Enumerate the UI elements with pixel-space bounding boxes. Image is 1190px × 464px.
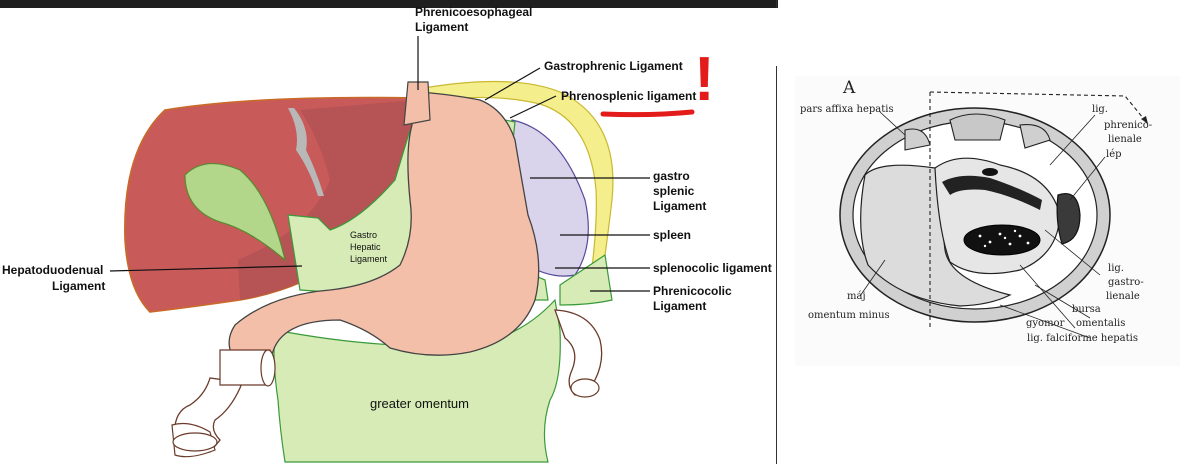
leader-phrenosplenic (509, 95, 557, 119)
label-omentum-minus: omentum minus (808, 310, 890, 321)
spine-top (949, 113, 1006, 141)
label-lep: lép (1106, 149, 1122, 160)
label-gastrohepatic-1: Gastro (350, 230, 377, 240)
label-gyomor: gyomor (1026, 318, 1065, 329)
right-leader-lines (859, 111, 1106, 339)
label-falciforme: lig. falciforme hepatis (1027, 333, 1138, 344)
label-gastrosplenic-3: Ligament (653, 199, 706, 213)
liver-section (860, 164, 1012, 307)
label-lig-gastro-2: gastro- (1108, 277, 1144, 288)
label-phrenicoesophageal-1: Phrenicoesophageal (415, 5, 532, 19)
label-splenocolic: splenocolic ligament (653, 261, 772, 275)
label-hepatoduodenal-1: Hepatoduodenual (2, 263, 103, 277)
right-diagram: A pars affixa hepatis lig. phrenico- lie… (795, 76, 1180, 366)
label-gastrohepatic-3: Ligament (350, 254, 388, 264)
dashed-arrow (929, 91, 1149, 125)
left-diagram: Phrenicoesophageal Ligament Gastrophreni… (2, 5, 772, 463)
esophagus (403, 81, 431, 126)
annotation-underline (600, 109, 695, 118)
label-gastrohepatic-2: Hepatic (350, 242, 381, 252)
gut-lumen-dots (978, 229, 1030, 248)
label-gastrosplenic-1: gastro (653, 169, 690, 183)
label-pars-affixa: pars affixa hepatis (800, 104, 894, 115)
top-bar (0, 0, 778, 8)
label-phrenosplenic: Phrenosplenic ligament (561, 89, 696, 103)
gallbladder (184, 163, 286, 262)
colon-end (570, 378, 600, 398)
label-gastrophrenic: Gastrophrenic Ligament (544, 59, 683, 73)
leader-gastrophrenic (484, 67, 541, 101)
annotation-exclamation: ! (694, 45, 715, 114)
label-lig-phrenico-2: phrenico- (1104, 120, 1152, 131)
kidney-right (1019, 124, 1051, 149)
spleen-section (1056, 193, 1081, 245)
label-spleen: spleen (653, 228, 691, 242)
label-greater-omentum: greater omentum (370, 396, 469, 411)
label-hepatoduodenal-2: Ligament (52, 279, 105, 293)
duodenum-end-1 (260, 349, 276, 387)
label-lig-phrenico-1: lig. (1092, 104, 1108, 115)
label-maj: máj (847, 291, 866, 302)
leader-lines (109, 36, 650, 292)
leader-hepatoduodenal (109, 265, 303, 272)
label-phrenicocolic-1: Phrenicocolic (653, 284, 732, 298)
label-gastrosplenic-2: splenic (653, 184, 695, 198)
duodenum-end-2 (172, 432, 218, 452)
label-bursa: bursa (1072, 304, 1101, 315)
label-panel-a: A (842, 78, 856, 98)
divider-top (776, 0, 777, 8)
gut-lumen (963, 224, 1041, 256)
panel-divider (776, 66, 777, 464)
label-lig-gastro-3: lienale (1106, 291, 1140, 302)
aorta (982, 168, 998, 176)
label-lig-phrenico-3: lienale (1108, 134, 1142, 145)
stomach (228, 91, 540, 356)
label-lig-gastro-1: lig. (1108, 263, 1124, 274)
label-phrenicoesophageal-2: Ligament (415, 20, 468, 34)
label-omentalis: omentalis (1076, 318, 1125, 329)
bursa-ribbon (942, 175, 1042, 210)
label-phrenicocolic-2: Ligament (653, 299, 706, 313)
arrow-head (1141, 116, 1148, 124)
falciform-streak (288, 108, 324, 196)
